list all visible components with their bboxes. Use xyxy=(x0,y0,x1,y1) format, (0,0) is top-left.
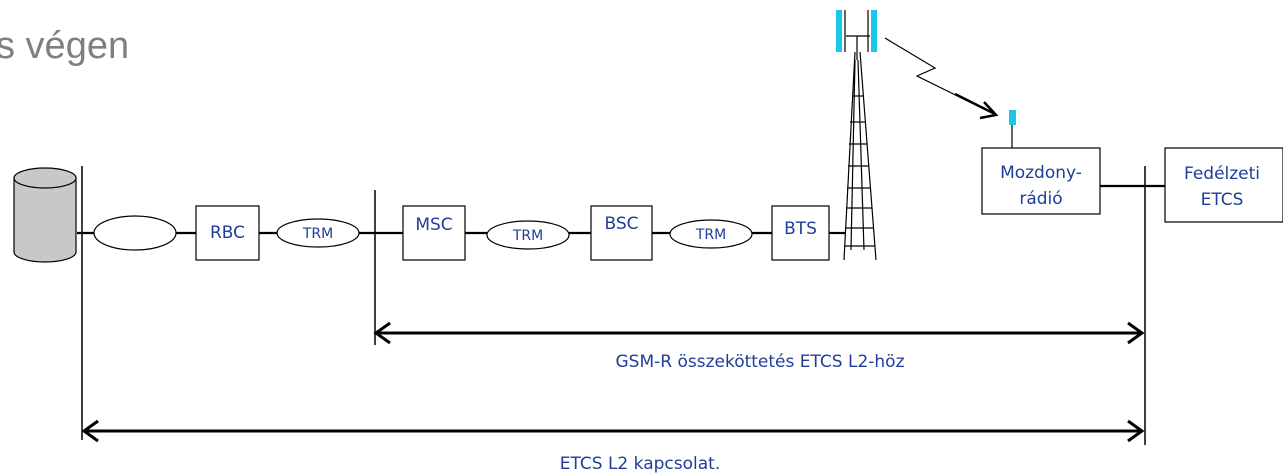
rbc-node: RBC xyxy=(195,205,260,261)
unlabeled-link-ellipse xyxy=(93,215,177,251)
bsc-node: BSC xyxy=(590,205,653,261)
onboard-etcs-label-line1: Fedélzeti xyxy=(1184,164,1260,184)
etcs-span-label: ETCS L2 kapcsolat. xyxy=(560,454,720,474)
gsmr-span-arrow xyxy=(373,321,1145,345)
locomotive-radio-label-line1: Mozdony- xyxy=(1000,163,1082,183)
trm-node-1: TRM xyxy=(276,218,360,248)
lattice-tower-icon xyxy=(843,35,877,261)
locomotive-radio-node: Mozdony- rádió xyxy=(981,147,1101,215)
locomotive-radio-label-line2: rádió xyxy=(1019,189,1062,209)
locomotive-antenna-icon xyxy=(1009,110,1016,148)
bsc-label: BSC xyxy=(604,214,638,234)
trm-label-3: TRM xyxy=(695,227,726,243)
etcs-span-arrow xyxy=(81,419,1145,443)
onboard-etcs-label-line2: ETCS xyxy=(1201,190,1244,210)
msc-label: MSC xyxy=(415,215,452,235)
onboard-etcs-node: Fedélzeti ETCS xyxy=(1164,147,1283,223)
page-title: s végen xyxy=(0,25,129,67)
database-icon xyxy=(13,167,77,263)
trm-label-2: TRM xyxy=(512,228,543,244)
rbc-label: RBC xyxy=(210,223,245,243)
radio-link-icon xyxy=(884,37,999,120)
trm-label-1: TRM xyxy=(302,226,333,242)
trm-node-2: TRM xyxy=(486,220,570,250)
bts-node: BTS xyxy=(771,205,830,261)
tower-antenna-icon xyxy=(836,10,877,52)
trm-node-3: TRM xyxy=(669,219,753,249)
gsmr-span-label: GSM-R összeköttetés ETCS L2-höz xyxy=(615,352,904,372)
bts-label: BTS xyxy=(784,219,817,239)
connection-chain xyxy=(77,184,1165,235)
msc-node: MSC xyxy=(402,205,466,261)
